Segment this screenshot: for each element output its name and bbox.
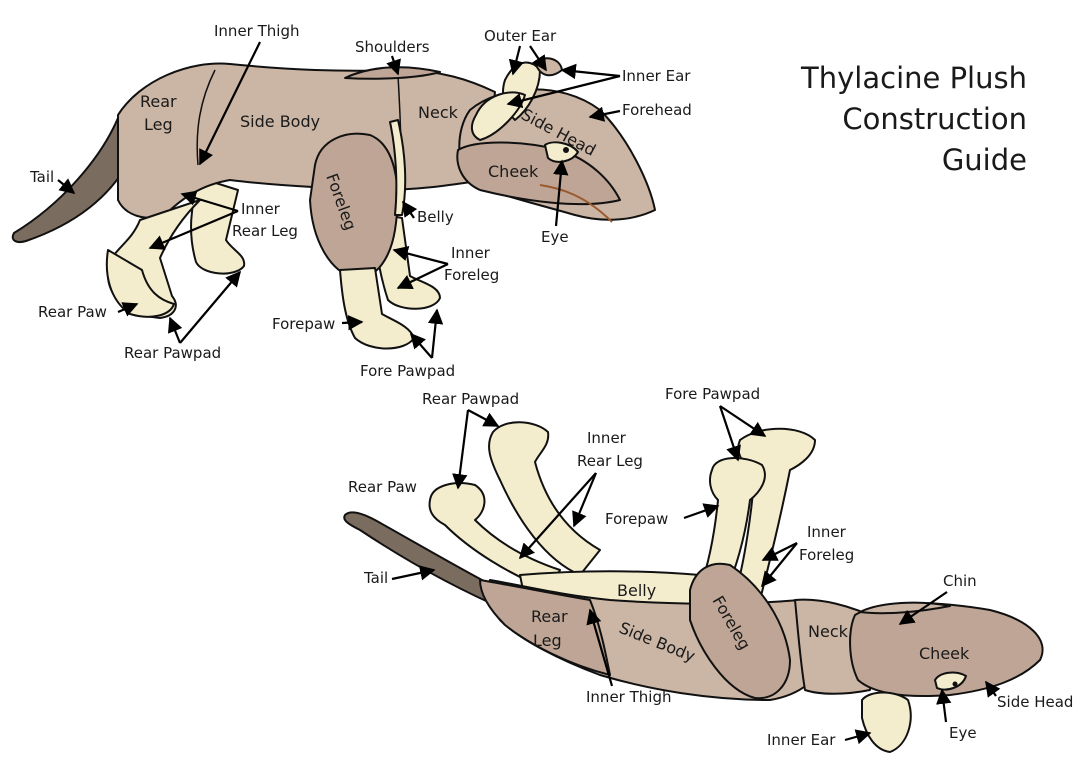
label-bottom-inner-rear-leg-line1: Inner <box>587 429 627 447</box>
bottom-inner-rear-leg-shape <box>488 421 601 576</box>
label-bottom-rear-paw: Rear Paw <box>348 478 417 496</box>
body-label-top-neck: Neck <box>418 103 459 122</box>
title-line-1: Thylacine Plush <box>801 61 1027 95</box>
label-top-shoulders: Shoulders <box>355 38 430 56</box>
top-belly-strip-shape <box>389 119 407 216</box>
label-bottom-eye: Eye <box>949 724 977 742</box>
bottom-labels: Rear Pawpad Fore Pawpad Inner Rear Leg R… <box>348 385 1073 749</box>
label-bottom-inner-ear: Inner Ear <box>767 731 836 749</box>
label-top-outer-ear: Outer Ear <box>484 27 557 45</box>
top-cheek-shape <box>456 141 621 206</box>
top-tail-shape <box>11 117 136 243</box>
top-labels: Inner Thigh Shoulders Outer Ear Inner Ea… <box>29 22 692 380</box>
label-top-eye: Eye <box>541 228 569 246</box>
top-foreleg-shape <box>309 132 399 280</box>
label-top-inner-rear-leg-line1: Inner <box>241 200 281 218</box>
body-label-bottom-neck: Neck <box>808 622 849 641</box>
top-arrows <box>57 41 621 359</box>
label-top-belly: Belly <box>417 208 454 226</box>
bottom-rear-leg-shape <box>479 579 611 676</box>
bottom-forepaw-shape <box>699 457 766 596</box>
body-label-top-rear-leg-line1: Rear <box>140 92 177 111</box>
label-bottom-tail: Tail <box>363 569 388 587</box>
title-line-3: Guide <box>941 143 1027 177</box>
top-rear-paw-shape <box>105 249 175 318</box>
label-top-forehead: Forehead <box>622 101 692 119</box>
label-bottom-inner-rear-leg-line2: Rear Leg <box>577 452 643 470</box>
diagram-title: Thylacine Plush Construction Guide <box>801 58 1027 181</box>
bottom-head-shape <box>849 602 1044 698</box>
label-top-inner-thigh: Inner Thigh <box>214 22 299 40</box>
body-label-top-rear-leg-line2: Leg <box>144 115 173 134</box>
body-label-bottom-rear-leg-line1: Rear <box>531 607 568 626</box>
body-label-top-side-body: Side Body <box>240 112 320 131</box>
body-label-top-cheek: Cheek <box>488 162 539 181</box>
bottom-inner-ear-shape <box>861 691 912 753</box>
title-line-2: Construction <box>842 102 1027 136</box>
label-bottom-inner-thigh: Inner Thigh <box>586 688 671 706</box>
bottom-rear-paw-shape <box>428 482 561 591</box>
label-bottom-inner-foreleg-line1: Inner <box>807 523 847 541</box>
label-top-inner-foreleg-line1: Inner <box>451 244 491 262</box>
bottom-eye-dot <box>952 681 958 687</box>
label-bottom-forepaw: Forepaw <box>605 510 668 528</box>
label-top-inner-rear-leg-line2: Rear Leg <box>232 222 298 240</box>
top-mouth-line <box>539 184 613 223</box>
label-bottom-inner-foreleg-line2: Foreleg <box>799 546 854 564</box>
bottom-foreleg-shape <box>689 562 791 700</box>
label-top-forepaw: Forepaw <box>272 315 335 333</box>
label-bottom-chin: Chin <box>943 572 977 590</box>
top-side-body-shape <box>117 62 496 219</box>
body-label-bottom-belly: Belly <box>617 581 656 600</box>
label-top-inner-ear: Inner Ear <box>622 67 691 85</box>
label-bottom-rear-pawpad: Rear Pawpad <box>422 390 519 408</box>
label-bottom-side-head: Side Head <box>997 693 1073 711</box>
body-label-bottom-rear-leg-line2: Leg <box>533 631 562 650</box>
label-top-tail: Tail <box>29 168 54 186</box>
label-top-fore-pawpad: Fore Pawpad <box>360 362 455 380</box>
top-eye-dot <box>563 147 569 153</box>
standing-thylacine-figure <box>11 57 656 350</box>
label-top-rear-pawpad: Rear Pawpad <box>124 344 221 362</box>
label-top-rear-paw: Rear Paw <box>38 303 107 321</box>
lying-thylacine-figure <box>343 421 1044 753</box>
top-rear-leg-seam <box>196 69 216 166</box>
bottom-arrows <box>391 405 1001 745</box>
label-bottom-fore-pawpad: Fore Pawpad <box>665 385 760 403</box>
label-top-inner-foreleg-line2: Foreleg <box>444 266 499 284</box>
body-label-bottom-cheek: Cheek <box>919 644 970 663</box>
